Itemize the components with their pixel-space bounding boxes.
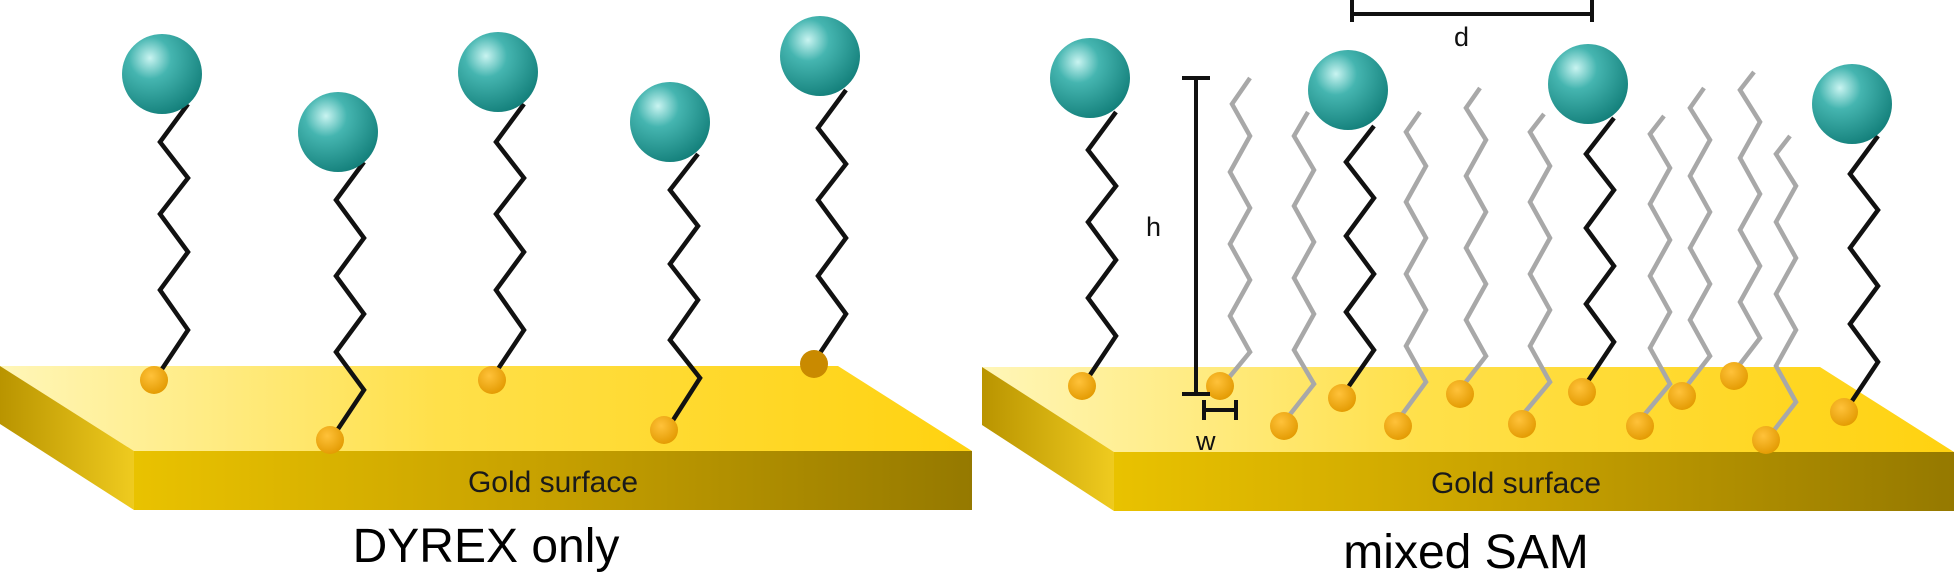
dimension-h — [1182, 76, 1210, 396]
right-slab-edge — [982, 367, 1114, 511]
left-panel-caption: DYREX only — [353, 520, 620, 573]
head-sphere — [1812, 64, 1892, 144]
dimension-d — [1350, 0, 1594, 22]
dyrex-chain — [490, 102, 527, 380]
left-slab-edge — [0, 366, 134, 510]
dimension-w-label: w — [1195, 426, 1216, 456]
filler-chain — [1396, 110, 1429, 422]
left-gold-slab — [0, 366, 972, 510]
dyrex-chain — [666, 152, 703, 430]
filler-chain — [1680, 86, 1713, 394]
head-sphere — [1548, 44, 1628, 124]
dyrex-chain — [330, 160, 367, 440]
anchor-dot — [650, 416, 678, 444]
anchor-dot — [1384, 412, 1412, 440]
anchors — [140, 350, 1858, 454]
head-sphere — [458, 32, 538, 112]
dyrex-chain — [1082, 110, 1119, 386]
anchor-dot — [1508, 410, 1536, 438]
head-sphere — [1050, 38, 1130, 118]
dyrex-chains — [154, 88, 1881, 440]
left-slab-top — [0, 366, 972, 451]
filler-chain — [1518, 112, 1553, 420]
anchor-dot — [1328, 384, 1356, 412]
anchor-dot — [1206, 372, 1234, 400]
filler-chain — [1456, 86, 1489, 394]
anchor-dot — [1446, 380, 1474, 408]
filler-chain — [1766, 134, 1799, 440]
heads — [122, 16, 1892, 172]
head-sphere — [630, 82, 710, 162]
dyrex-chain — [1844, 134, 1881, 412]
anchor-dot — [1830, 398, 1858, 426]
anchor-dot — [1568, 378, 1596, 406]
head-sphere — [1308, 50, 1388, 130]
anchor-dot — [1668, 382, 1696, 410]
anchor-dot — [800, 350, 828, 378]
anchor-dot — [1068, 372, 1096, 400]
head-sphere — [122, 34, 202, 114]
dyrex-chain — [812, 88, 849, 364]
dimension-w — [1202, 400, 1238, 420]
left-slab-front — [134, 451, 972, 510]
filler-chains — [1220, 70, 1799, 440]
dyrex-chain — [1340, 124, 1377, 398]
filler-chain — [1732, 70, 1763, 374]
anchor-dot — [1626, 412, 1654, 440]
dyrex-chain — [154, 102, 191, 380]
left-surface-label: Gold surface — [468, 466, 638, 499]
anchor-dot — [140, 366, 168, 394]
anchor-dot — [1752, 426, 1780, 454]
dimension-h-label: h — [1146, 212, 1161, 242]
anchor-dot — [478, 366, 506, 394]
filler-chain — [1638, 114, 1673, 422]
dyrex-chain — [1580, 116, 1617, 392]
filler-chain — [1220, 76, 1253, 388]
anchor-dot — [1270, 412, 1298, 440]
anchor-dot — [316, 426, 344, 454]
right-panel-caption: mixed SAM — [1343, 526, 1588, 573]
right-surface-label: Gold surface — [1431, 467, 1601, 500]
filler-chain — [1282, 110, 1317, 424]
head-sphere — [780, 16, 860, 96]
dimension-d-label: d — [1454, 22, 1469, 52]
right-slab-front — [1114, 452, 1954, 511]
head-sphere — [298, 92, 378, 172]
anchor-dot — [1720, 362, 1748, 390]
